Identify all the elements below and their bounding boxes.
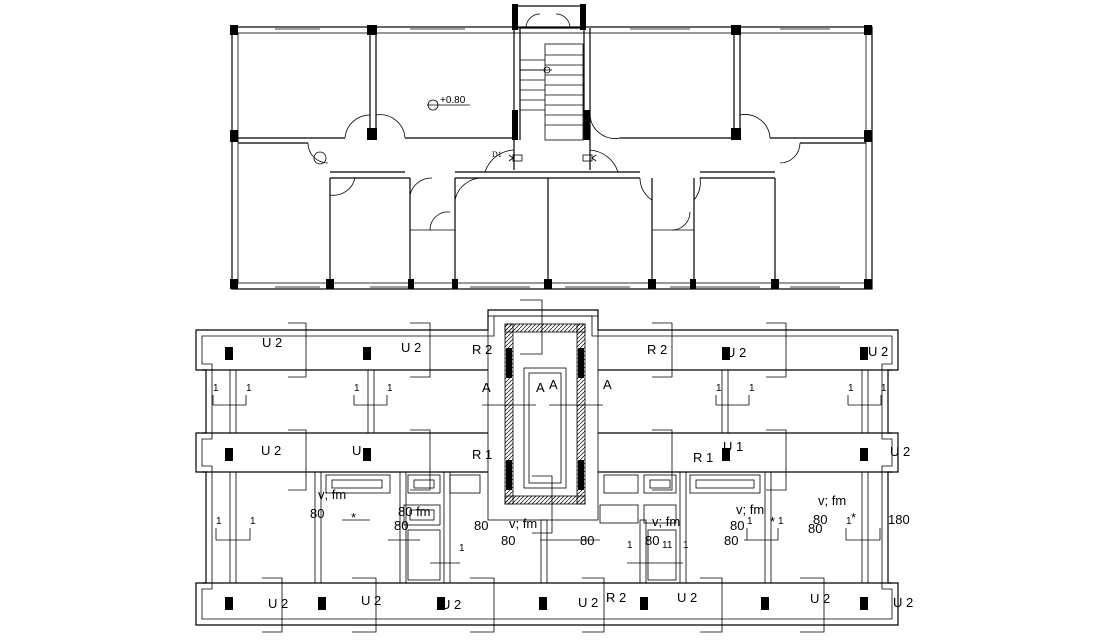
corridor-symbols — [313, 151, 597, 165]
beam-label: U 1 — [723, 439, 743, 454]
level-mark: +0.80 — [440, 95, 466, 106]
tie-label: 1 — [459, 543, 465, 554]
tie-label: 1 — [881, 383, 887, 394]
tie-label: 1 — [627, 540, 633, 551]
tie-label: 11 — [662, 540, 673, 551]
section-mark: A — [603, 377, 612, 392]
beam-label: U 2 — [262, 335, 282, 350]
pile-label: 80 — [730, 518, 744, 533]
tie-label: 1 — [246, 383, 252, 394]
pile-label: 180 — [888, 512, 910, 527]
pile-label: * — [851, 510, 856, 525]
beam-label: U 2 — [261, 443, 281, 458]
beam-labels: U 2 U 2 R 2 R 2 U 2 U 2 U 2 U R 1 R 1 U 1 U 2 U 2 U 2… — [261, 335, 913, 612]
pile-label: 80 — [645, 533, 659, 548]
pile-label: v; fm — [736, 502, 764, 517]
pile-label: * — [351, 510, 356, 525]
section-mark: A — [536, 380, 545, 395]
tie-label: 1 — [250, 516, 256, 527]
tie-label: 1 — [716, 383, 722, 394]
pile-label: * — [770, 514, 775, 529]
floor-plan-doors — [307, 13, 801, 231]
tie-label: 1 — [778, 516, 784, 527]
beam-label: U 2 — [890, 444, 910, 459]
pile-label: 80 — [394, 518, 408, 533]
leader-lines — [212, 299, 882, 633]
tie-label: 1 — [846, 516, 852, 527]
core-wall — [487, 315, 599, 521]
pile-label: 80 — [813, 512, 827, 527]
pile-label: v; fm — [818, 493, 846, 508]
tie-label: 1 — [354, 383, 360, 394]
floor-plan-columns — [230, 4, 872, 289]
foundation-columns — [225, 347, 868, 610]
pile-label: 80 fm — [398, 504, 431, 519]
pile-label: v; fm — [652, 514, 680, 529]
tie-label: 1 — [213, 383, 219, 394]
beam-label: U 2 — [893, 595, 913, 610]
beam-label: U 2 — [361, 593, 381, 608]
beam-label: R 2 — [647, 342, 667, 357]
floor-plan-interior-walls — [238, 28, 866, 283]
pile-label: v; fm — [509, 516, 537, 531]
beam-label: U 2 — [810, 591, 830, 606]
foundation-strip-beams — [202, 369, 892, 584]
pile-caps — [325, 474, 761, 581]
staircase — [520, 43, 584, 141]
level-marker: +0.80 — [427, 95, 470, 111]
beam-label: U 2 — [578, 595, 598, 610]
tie-label: 1 — [848, 383, 854, 394]
tie-label: 1 — [683, 540, 689, 551]
pile-label: 80 — [501, 533, 515, 548]
tie-label: 1 — [216, 516, 222, 527]
foundation-plan: U 2 U 2 R 2 R 2 U 2 U 2 U 2 U R 1 R 1 U 1 U 2 U 2 U 2… — [195, 299, 913, 633]
section-mark: A — [482, 380, 491, 395]
beam-label: U 2 — [726, 345, 746, 360]
beam-label: U 2 — [268, 596, 288, 611]
beam-label: R 1 — [472, 447, 492, 462]
beam-label: U — [352, 443, 361, 458]
beam-label: R 1 — [693, 450, 713, 465]
section-mark: A — [549, 377, 558, 392]
pile-label: 80 — [808, 521, 822, 536]
beam-label: U 2 — [868, 344, 888, 359]
beam-label: R 2 — [606, 590, 626, 605]
floor-plan-outer-walls — [231, 5, 873, 290]
pile-label: 80 — [474, 518, 488, 533]
pile-label: 80 — [724, 533, 738, 548]
tie-label: 1 — [749, 383, 755, 394]
beam-label: R 2 — [472, 342, 492, 357]
beam-label: U 2 — [677, 590, 697, 605]
pile-label: v; fm — [318, 487, 346, 502]
door-tag: D1 — [492, 150, 502, 159]
pile-label: 80 — [580, 533, 594, 548]
beam-label: U 2 — [441, 597, 461, 612]
tie-label: 1 — [387, 383, 393, 394]
tie-label: 1 — [747, 516, 753, 527]
pile-label: 80 — [310, 506, 324, 521]
beam-label: U 2 — [401, 340, 421, 355]
floor-plan: +0.80 D1 — [230, 4, 873, 290]
